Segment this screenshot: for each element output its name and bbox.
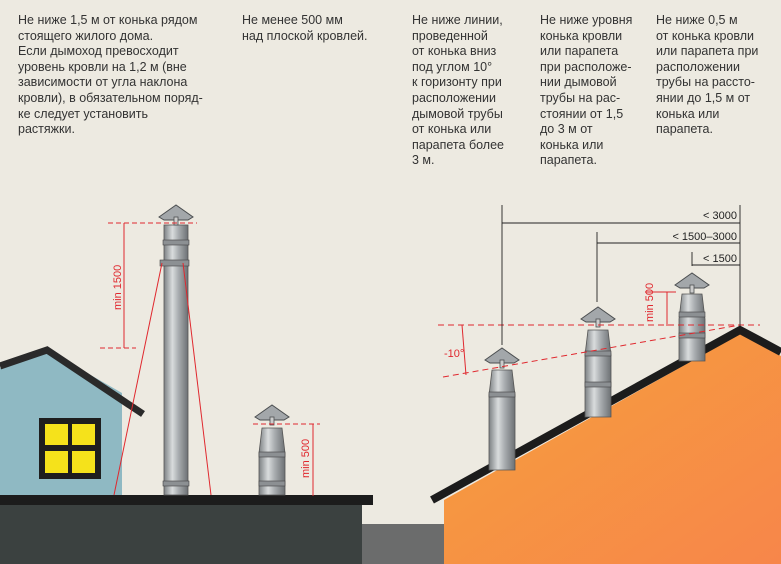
guy-wire	[113, 262, 163, 496]
label-under-3000: < 3000	[703, 210, 737, 222]
label-min-1500: min 1500	[112, 265, 124, 310]
roof-chimney-far	[484, 347, 520, 471]
label-1500-3000: < 1500–3000	[672, 231, 737, 243]
tall-chimney	[158, 204, 194, 496]
label-min-500-flat: min 500	[300, 439, 312, 478]
roof-chimney-middle	[580, 306, 616, 418]
roof-chimney-near	[674, 272, 710, 362]
label-min-500-roof: min 500	[644, 283, 656, 322]
label-under-1500: < 1500	[703, 253, 737, 265]
distance-dimensions	[501, 205, 741, 345]
flat-roof	[0, 495, 373, 505]
neighbor-house	[0, 346, 145, 497]
guy-wire-clamp	[159, 259, 190, 267]
label-angle: -10°	[444, 348, 464, 360]
dimension-ridge-lines	[438, 291, 760, 378]
pitched-roof-house	[430, 325, 781, 564]
ground-gap	[362, 524, 444, 564]
flat-roof-chimney	[254, 404, 290, 496]
guy-wire	[182, 262, 212, 496]
dimension-min-1500	[100, 222, 212, 496]
dimension-min-500-flat	[253, 423, 320, 496]
flat-roof-building	[0, 504, 362, 564]
